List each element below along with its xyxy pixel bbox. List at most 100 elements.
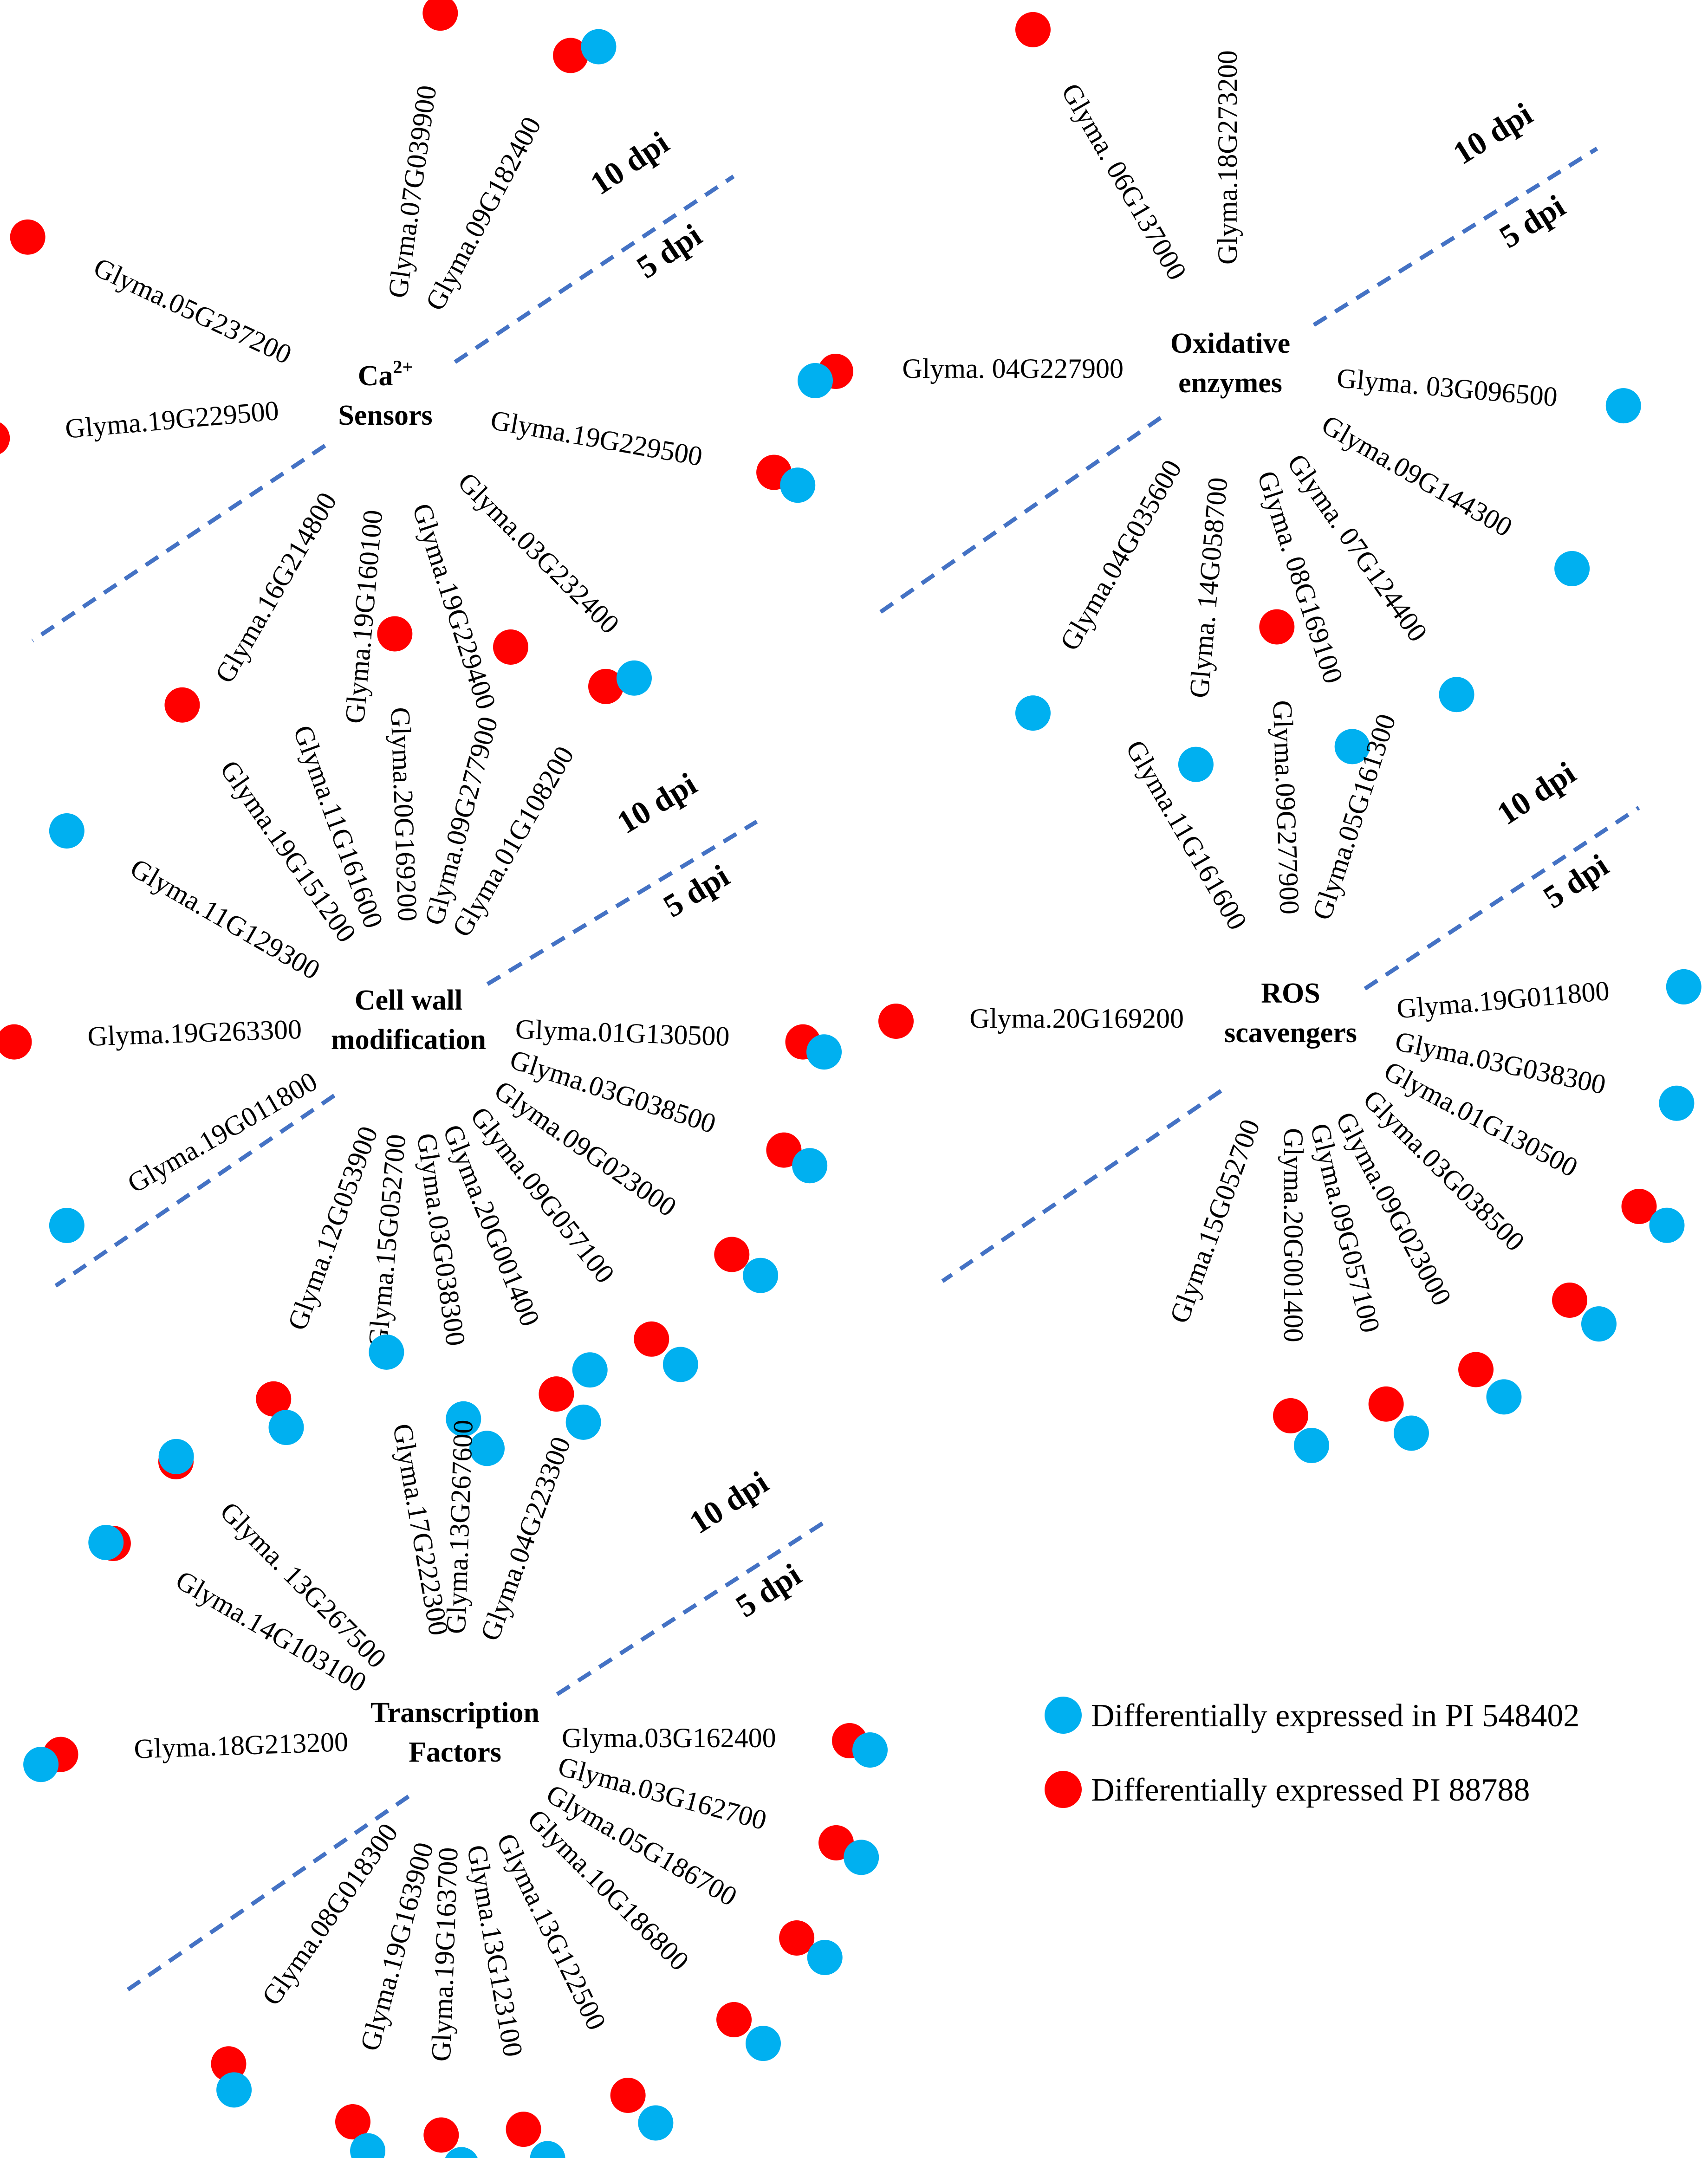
gene-label: Glyma.09G277900: [1267, 700, 1305, 915]
marker-pi-88788: [506, 2112, 541, 2147]
gene-label: Glyma.20G169200: [969, 1003, 1184, 1034]
cluster-title: Ca2+: [358, 356, 413, 392]
gene-label: Glyma.15G052700: [1164, 1115, 1266, 1327]
marker-pi-88788: [610, 2077, 646, 2113]
marker-pi-88788: [1273, 1398, 1308, 1433]
marker-pi-548402: [616, 660, 652, 696]
marker-pi-548402: [1659, 1085, 1695, 1121]
cluster-title: Cell wall: [355, 985, 462, 1016]
marker-pi-548402: [1439, 677, 1474, 713]
dpi-divider-line: [54, 1094, 336, 1288]
marker-pi-548402: [565, 1404, 601, 1440]
marker-pi-548402: [469, 1431, 505, 1466]
marker-pi-88788: [634, 1321, 669, 1357]
gene-label: Glyma.20G001400: [1278, 1128, 1309, 1342]
marker-pi-548402: [638, 2105, 674, 2141]
marker-pi-548402: [1294, 1428, 1329, 1463]
marker-pi-548402: [807, 1940, 843, 1975]
gene-label: Glyma.19G229400: [407, 500, 502, 713]
marker-pi-88788: [256, 1381, 292, 1417]
dpi-label-5: 5 dpi: [730, 1557, 808, 1625]
marker-pi-548402: [49, 813, 84, 849]
marker-pi-548402: [745, 2026, 781, 2061]
marker-pi-88788: [1458, 1352, 1494, 1387]
marker-pi-548402: [216, 2072, 252, 2108]
gene-label: Glyma.05G237200: [89, 252, 296, 370]
gene-label: Glyma.09G182400: [419, 112, 547, 316]
dpi-divider-line: [1364, 806, 1640, 991]
marker-pi-88788: [1015, 12, 1051, 47]
gene-label: Glyma. 03G096500: [1336, 363, 1559, 412]
marker-pi-88788: [1621, 1189, 1657, 1225]
gene-label: Glyma.19G011800: [1396, 975, 1611, 1024]
gene-label: Glyma.03G232400: [452, 467, 625, 640]
marker-pi-548402: [1554, 551, 1590, 586]
gene-label: Glyma.19G011800: [122, 1066, 322, 1199]
marker-pi-548402: [662, 1347, 698, 1382]
marker-pi-88788: [1259, 609, 1295, 645]
marker-pi-548402: [1178, 746, 1214, 782]
marker-pi-548402: [743, 1257, 779, 1293]
gene-label: Glyma. 04G227900: [902, 353, 1124, 384]
marker-pi-548402: [572, 1352, 608, 1388]
cluster-title: modification: [331, 1024, 486, 1056]
marker-pi-548402: [780, 467, 816, 503]
marker-pi-548402: [369, 1334, 404, 1370]
dpi-divider-line: [556, 1516, 832, 1696]
dpi-divider-line: [486, 820, 758, 986]
marker-pi-548402: [445, 2147, 478, 2158]
marker-pi-548402: [1393, 1415, 1429, 1451]
dpi-divider-line: [1312, 147, 1598, 327]
marker-pi-88788: [1368, 1386, 1404, 1422]
gene-label: Glyma.03G162400: [562, 1723, 776, 1753]
gene-label: Glyma.19G163700: [426, 1847, 464, 2062]
cluster-title: scavengers: [1224, 1017, 1357, 1049]
cluster-title: ROS: [1261, 978, 1320, 1009]
legend-red-marker: [1045, 1771, 1082, 1808]
marker-pi-548402: [1015, 695, 1051, 731]
dpi-divider-line: [871, 416, 1162, 619]
dpi-divider-line: [124, 1795, 410, 1993]
legend-label: Differentially expressed in PI 548402: [1091, 1698, 1579, 1734]
marker-pi-548402: [158, 1439, 194, 1474]
dpi-label-10: 10 dpi: [611, 766, 703, 841]
marker-pi-548402: [1605, 388, 1641, 424]
marker-pi-88788: [377, 616, 413, 652]
cluster-title: enzymes: [1178, 367, 1282, 399]
marker-pi-548402: [350, 2133, 386, 2158]
marker-pi-88788: [714, 1237, 750, 1272]
cluster-title: Sensors: [338, 400, 432, 431]
gene-label: Glyma.19G229500: [64, 395, 280, 444]
marker-pi-88788: [588, 668, 623, 704]
gene-label: Glyma.18G273200: [1212, 50, 1243, 265]
gene-label: Glyma.01G130500: [515, 1014, 730, 1052]
dpi-label-5: 5 dpi: [657, 858, 735, 924]
marker-pi-88788: [766, 1132, 802, 1168]
legend-blue-marker: [1045, 1697, 1082, 1734]
marker-pi-548402: [88, 1525, 124, 1560]
marker-pi-548402: [49, 1208, 84, 1243]
marker-pi-88788: [539, 1376, 574, 1412]
gene-label: Glyma.19G263300: [87, 1014, 302, 1052]
marker-pi-88788: [878, 1004, 914, 1039]
marker-pi-548402: [798, 363, 833, 398]
marker-pi-88788: [0, 1024, 32, 1060]
dpi-divider-line: [31, 444, 326, 642]
gene-label: Glyma.19G229500: [488, 404, 705, 472]
marker-pi-88788: [493, 629, 528, 665]
legend-label: Differentially expressed PI 88788: [1091, 1772, 1530, 1808]
gene-label: Glyma.13G267600: [441, 1419, 479, 1634]
marker-pi-548402: [268, 1410, 304, 1445]
marker-pi-548402: [1666, 969, 1702, 1004]
dpi-label-5: 5 dpi: [1494, 188, 1572, 255]
dpi-divider-line: [454, 175, 735, 364]
gene-label: Glyma.07G039900: [382, 84, 442, 300]
dpi-label-10: 10 dpi: [584, 125, 675, 202]
marker-pi-548402: [1649, 1207, 1685, 1243]
marker-pi-548402: [23, 1747, 59, 1782]
marker-pi-88788: [10, 219, 45, 255]
